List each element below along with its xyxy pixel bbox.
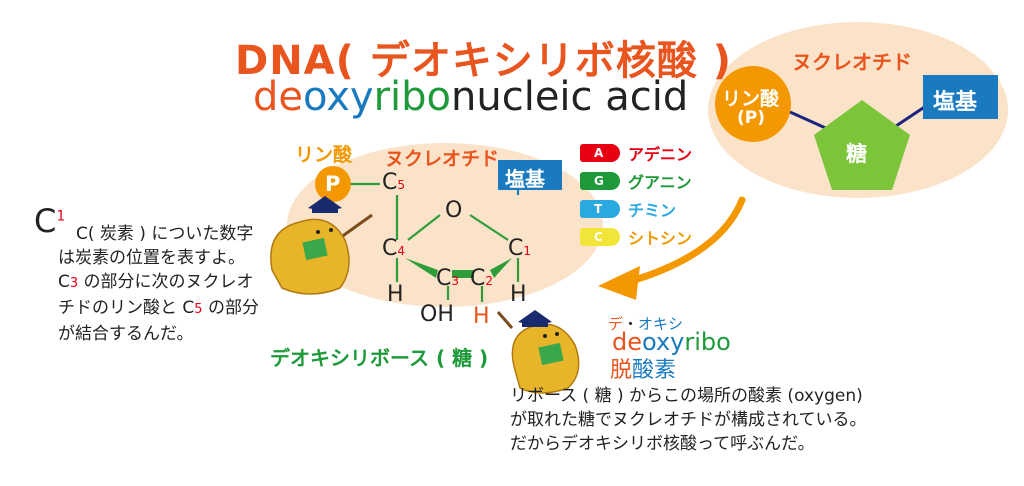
- atom-c2-number: 2: [485, 274, 494, 288]
- left-note-line4-b: の部分: [202, 298, 259, 318]
- atom-c4: C4: [382, 236, 405, 261]
- bottom-note-line3: だからデオキシリボ核酸って呼ぶんだ。: [510, 434, 815, 454]
- deoxy-kana-de: デ: [608, 315, 624, 333]
- character-left: [270, 196, 350, 295]
- atom-c2: C2: [470, 266, 493, 291]
- sugar-label: デオキシリボース ( 糖 ): [270, 346, 489, 370]
- atom-c3: C3: [436, 266, 459, 291]
- sugar-pentagon: [814, 100, 910, 190]
- phosphate-label: リン酸: [295, 144, 353, 166]
- atom-c1-symbol: C: [508, 236, 524, 261]
- left-note: C( 炭素 ) についた数字: [76, 222, 253, 246]
- left-note-line1: C( 炭素 ) についた数字: [76, 224, 254, 244]
- atom-c4-symbol: C: [382, 236, 398, 261]
- base-legend-g: G グアニン: [580, 170, 692, 192]
- left-note-big-c-number: 1: [56, 208, 66, 225]
- base-legend-a: A アデニン: [580, 142, 692, 164]
- atom-c4-number: 4: [397, 244, 406, 258]
- deoxy-kana: デ・オキシ: [608, 313, 683, 334]
- deoxy-kanji-datsu: 脱: [610, 358, 633, 383]
- base-a-tag: A: [580, 144, 620, 162]
- left-note-line2: は炭素の位置を表すよ。: [58, 248, 245, 268]
- deoxy-roman-ribo: ribo: [684, 328, 731, 356]
- atom-c2-symbol: C: [470, 266, 486, 291]
- bonds: [350, 182, 520, 302]
- atom-h-c2: H: [473, 304, 490, 329]
- subtitle-ribo: ribo: [373, 74, 452, 120]
- deoxy-roman: deoxyribo: [612, 328, 731, 356]
- phosphate-big-circle: [715, 66, 791, 142]
- phosphate-symbol: P: [325, 172, 341, 196]
- phosphate-circle: [315, 166, 351, 202]
- left-note-line4-num: 5: [194, 302, 203, 317]
- base-label: 塩基: [505, 167, 545, 191]
- atom-c3-number: 3: [451, 274, 460, 288]
- deoxy-kana-oxy: オキシ: [638, 315, 684, 333]
- atom-c3-symbol: C: [436, 266, 452, 291]
- deoxy-kanji: 脱酸素: [610, 352, 676, 384]
- base-g-name: グアニン: [628, 173, 692, 192]
- base-c-tag: C: [580, 228, 620, 246]
- left-note-big-c-letter: C: [34, 202, 57, 240]
- curved-arrow: [624, 196, 746, 286]
- base-g-tag: G: [580, 172, 620, 190]
- subtitle-oxy: oxy: [303, 74, 374, 120]
- wedge-bottom: [452, 270, 474, 278]
- base-t-name: チミン: [628, 201, 677, 220]
- nucleotide-diagram-sugar: 糖: [846, 142, 867, 166]
- wedge-right: [490, 258, 512, 278]
- atom-h-left: H: [387, 282, 404, 307]
- nucleotide-label: ヌクレオチド: [385, 148, 500, 170]
- bottom-note-line1: リボース ( 糖 ) からこの場所の酸素 (oxygen): [510, 386, 863, 406]
- arrow-head: [598, 266, 640, 300]
- nucleotide-diagram-phosphate: リン酸: [722, 88, 780, 110]
- left-note-body: は炭素の位置を表すよ。 C3 の部分に次のヌクレオ チドのリン酸と C5 の部分…: [58, 246, 259, 346]
- character-bottom: [511, 310, 580, 394]
- bottom-note-line2: が取れた糖でヌクレオチドが構成されている。: [510, 410, 867, 430]
- subtitle-de: de: [253, 74, 303, 120]
- atom-o: O: [445, 198, 463, 223]
- atom-h-right: H: [510, 282, 527, 307]
- wedge-left: [405, 258, 438, 278]
- deoxy-roman-de: de: [612, 328, 642, 356]
- atom-oh: OH: [420, 302, 454, 327]
- page-subtitle: deoxyribonucleic acid: [253, 74, 688, 120]
- base-legend-c: C シトシン: [580, 226, 692, 248]
- nucleotide-diagram-title: ヌクレオチド: [792, 50, 912, 74]
- left-note-line5: が結合するんだ。: [58, 324, 194, 344]
- deoxy-kanji-sanso: 酸素: [632, 358, 677, 383]
- atom-c5-symbol: C: [382, 170, 398, 195]
- left-note-line3-num: 3: [69, 276, 79, 291]
- base-legend-t: T チミン: [580, 198, 676, 220]
- left-note-line3-b: の部分に次のヌクレオ: [78, 272, 254, 292]
- page-title: DNA( デオキシリボ核酸 ): [235, 38, 733, 84]
- base-t-tag: T: [580, 200, 620, 218]
- subtitle-nucleic: nucleic acid: [451, 74, 689, 120]
- nucleotide-diagram-phosphate-p: (P): [737, 108, 765, 128]
- bottom-note: リボース ( 糖 ) からこの場所の酸素 (oxygen) が取れた糖でヌクレオ…: [510, 384, 867, 456]
- deoxy-roman-oxy: oxy: [642, 328, 685, 356]
- deoxy-kana-dot: ・: [623, 315, 639, 333]
- atom-c1-number: 1: [523, 244, 532, 258]
- nucleotide-diagram-base: 塩基: [933, 90, 978, 115]
- left-note-line3-a: C: [58, 272, 70, 292]
- base-big-box: [923, 75, 998, 119]
- left-note-line4: チドのリン酸と C5 の部分: [58, 296, 259, 322]
- base-box: [498, 160, 562, 190]
- left-note-line4-a: チドのリン酸と C: [58, 298, 195, 318]
- left-note-big-c: C1: [34, 202, 65, 240]
- atom-c1: C1: [508, 236, 531, 261]
- atom-c5: C5: [382, 170, 405, 195]
- left-note-line3: C3 の部分に次のヌクレオ: [58, 270, 259, 296]
- base-c-name: シトシン: [628, 229, 693, 248]
- atom-c5-number: 5: [397, 178, 406, 192]
- base-a-name: アデニン: [628, 145, 693, 164]
